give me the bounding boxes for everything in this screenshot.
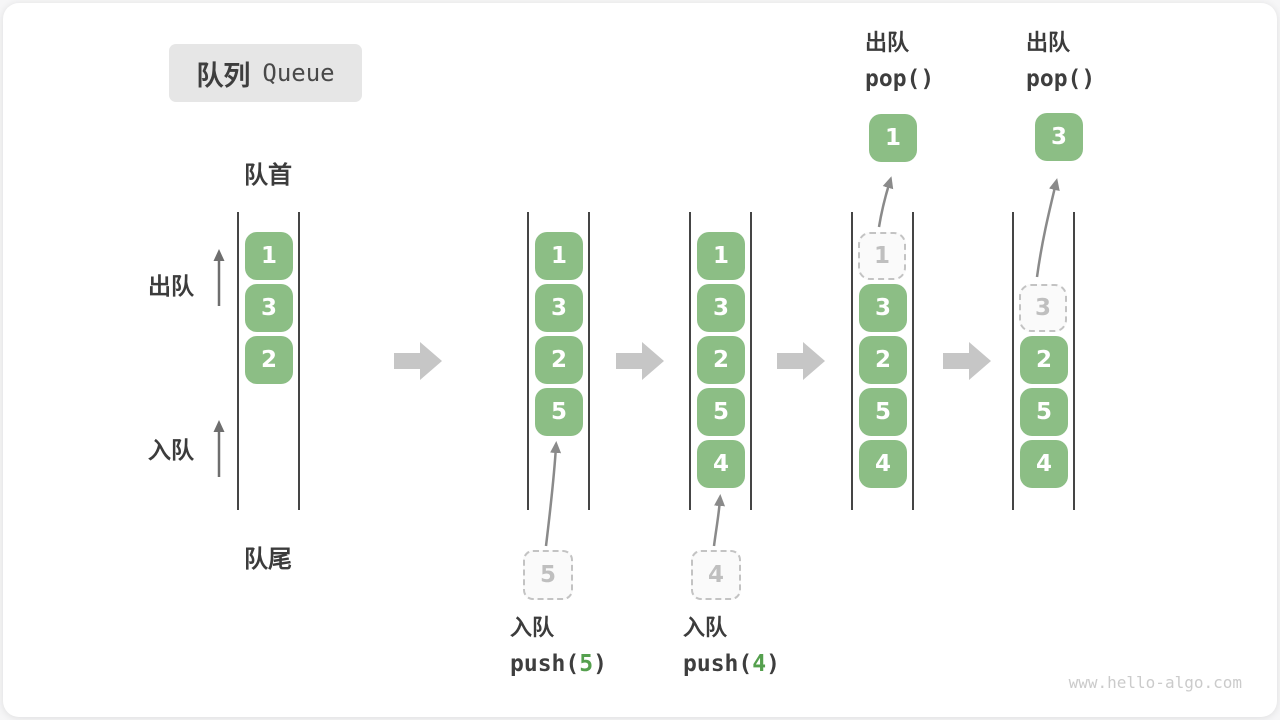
op-push-5-code: push(5) <box>510 653 607 676</box>
op-pop-1-label: 出队 <box>865 31 910 56</box>
code-pre: push( <box>510 651 580 677</box>
channel-wall <box>851 212 853 510</box>
queue-cell: 4 <box>859 440 907 488</box>
channel-wall <box>527 212 529 510</box>
code-post: ) <box>766 651 780 677</box>
diagram-card <box>3 3 1277 717</box>
queue-cell: 3 <box>859 284 907 332</box>
queue-cell: 3 <box>697 284 745 332</box>
queue-cell: 3 <box>245 284 293 332</box>
label-queue-rear: 队尾 <box>244 545 292 573</box>
op-pop-1: 出队 pop() <box>865 33 934 91</box>
op-push-5: 入队 push(5) <box>510 618 607 676</box>
channel-wall <box>1012 212 1014 510</box>
code-post: ) <box>593 651 607 677</box>
channel-wall <box>298 212 300 510</box>
channel-wall <box>588 212 590 510</box>
queue-cell: 5 <box>535 388 583 436</box>
queue-cell: 2 <box>859 336 907 384</box>
label-enqueue: 入队 <box>148 438 194 464</box>
title-zh: 队列 <box>196 60 251 92</box>
op-pop-2-label: 出队 <box>1026 31 1071 56</box>
queue-cell: 1 <box>697 232 745 280</box>
watermark: www.hello-algo.com <box>1068 673 1242 692</box>
queue-cell: 4 <box>697 440 745 488</box>
label-dequeue: 出队 <box>148 274 194 300</box>
queue-cell: 1 <box>245 232 293 280</box>
popped-element: 3 <box>1035 113 1083 161</box>
queue-cell: 3 <box>535 284 583 332</box>
removed-element-ghost: 3 <box>1019 284 1067 332</box>
channel-wall <box>1073 212 1075 510</box>
label-queue-front: 队首 <box>244 161 292 189</box>
channel-wall <box>750 212 752 510</box>
queue-cell: 2 <box>697 336 745 384</box>
op-pop-1-code: pop() <box>865 66 935 92</box>
channel-wall <box>689 212 691 510</box>
op-push-4-code: push(4) <box>683 653 780 676</box>
incoming-element-ghost: 4 <box>691 550 741 600</box>
channel-wall <box>237 212 239 510</box>
title-en: Queue <box>262 59 335 87</box>
popped-element: 1 <box>869 114 917 162</box>
queue-cell: 2 <box>1020 336 1068 384</box>
queue-cell: 2 <box>535 336 583 384</box>
code-arg: 5 <box>579 651 594 677</box>
code-arg: 4 <box>752 651 767 677</box>
op-push-4: 入队 push(4) <box>683 618 780 676</box>
removed-element-ghost: 1 <box>858 232 906 280</box>
incoming-element-ghost: 5 <box>523 550 573 600</box>
op-push-4-label: 入队 <box>683 616 728 641</box>
queue-cell: 1 <box>535 232 583 280</box>
op-pop-2: 出队 pop() <box>1026 33 1095 91</box>
queue-cell: 2 <box>245 336 293 384</box>
op-pop-2-code: pop() <box>1026 66 1096 92</box>
queue-cell: 4 <box>1020 440 1068 488</box>
op-push-5-label: 入队 <box>510 616 555 641</box>
queue-cell: 5 <box>859 388 907 436</box>
title-box: 队列 Queue <box>169 44 362 102</box>
code-pre: push( <box>683 651 753 677</box>
queue-cell: 5 <box>1020 388 1068 436</box>
channel-wall <box>912 212 914 510</box>
queue-cell: 5 <box>697 388 745 436</box>
